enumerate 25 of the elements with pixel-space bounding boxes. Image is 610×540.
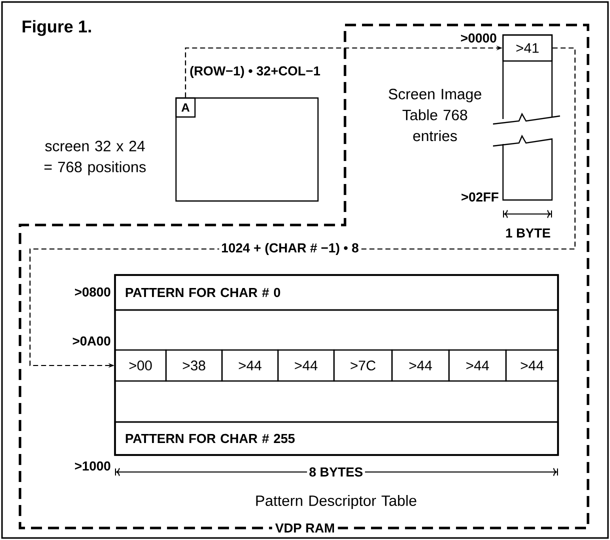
byte-cell: >44 (448, 349, 507, 382)
byte-cell: >44 (391, 349, 450, 382)
byte-cell: >44 (221, 349, 279, 382)
address-label: >02FF (462, 192, 498, 202)
node-label: screen 32 x 24 = 768 positions (44, 140, 146, 176)
byte-cell: >41 (502, 34, 553, 62)
character-cell: A (175, 97, 196, 118)
byte-cell: >38 (165, 349, 223, 382)
address-label: >0000 (460, 33, 496, 43)
byte-cell: >44 (277, 349, 335, 382)
screen-box (175, 97, 319, 202)
node-label: Pattern Descriptor Table (256, 495, 416, 509)
byte-cell: >00 (114, 349, 167, 382)
edge-label: 1024 + (CHAR # −1) • 8 (219, 240, 361, 258)
dimension-label: 1 BYTE (506, 228, 550, 238)
edge-label: (ROW−1) • 32+COL−1 (188, 64, 322, 80)
byte-cell: >44 (505, 349, 559, 382)
address-label: >0A00 (72, 336, 110, 346)
table-row: PATTERN FOR CHAR # 0 (114, 274, 559, 311)
node-label: Screen Image Table 768 entries (388, 88, 482, 142)
dimension-label: 8 BYTES (307, 465, 365, 479)
byte-cell: >7C (333, 349, 393, 382)
table-row: PATTERN FOR CHAR # 255 (114, 421, 559, 456)
address-label: >1000 (74, 461, 110, 471)
table-box (114, 274, 559, 456)
